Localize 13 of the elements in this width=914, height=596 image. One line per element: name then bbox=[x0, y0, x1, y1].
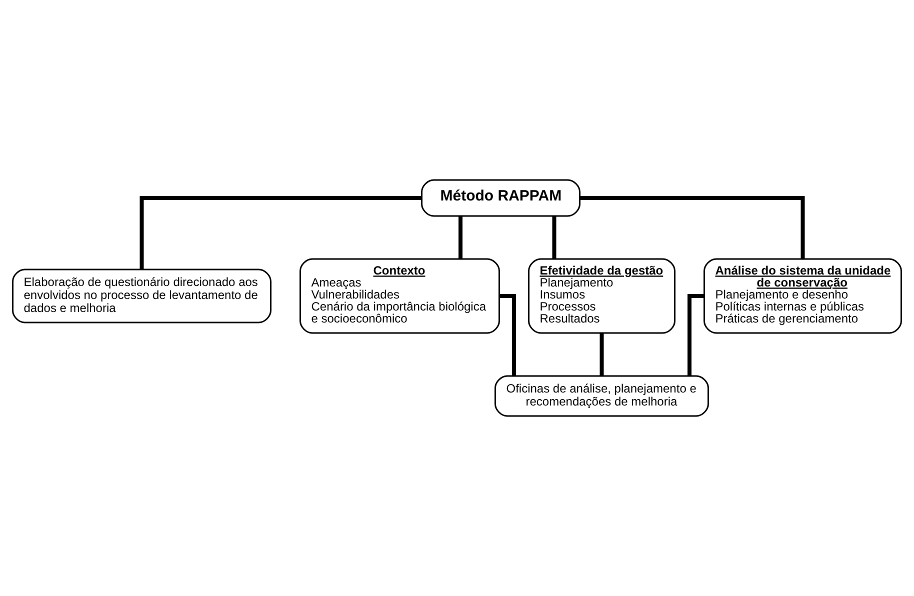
connector bbox=[552, 216, 556, 259]
connector bbox=[140, 196, 422, 270]
node-box: Elaboração de questionário direcionado aos envolvidos no processo de levantamento de dados e melhoria bbox=[12, 268, 272, 324]
node-box: Oficinas de análise, planejamento e recomendações de melhoria bbox=[494, 375, 709, 417]
connector bbox=[600, 333, 604, 376]
node-box: Método RAPPAM bbox=[421, 179, 580, 217]
connector bbox=[688, 294, 704, 376]
connector bbox=[458, 216, 462, 259]
node-box: Análise do sistema da unidade de conservação Planejamento e desenho Políticas internas e públicas Práticas de gerenciamento bbox=[704, 258, 902, 334]
node-box: Contexto Ameaças Vulnerabilidades Cenário da importância biológica e socioeconômico bbox=[300, 258, 500, 334]
connector bbox=[580, 196, 805, 259]
connector bbox=[500, 294, 516, 376]
node-box: Efetividade da gestão Planejamento Insumos Processos Resultados bbox=[528, 258, 676, 334]
